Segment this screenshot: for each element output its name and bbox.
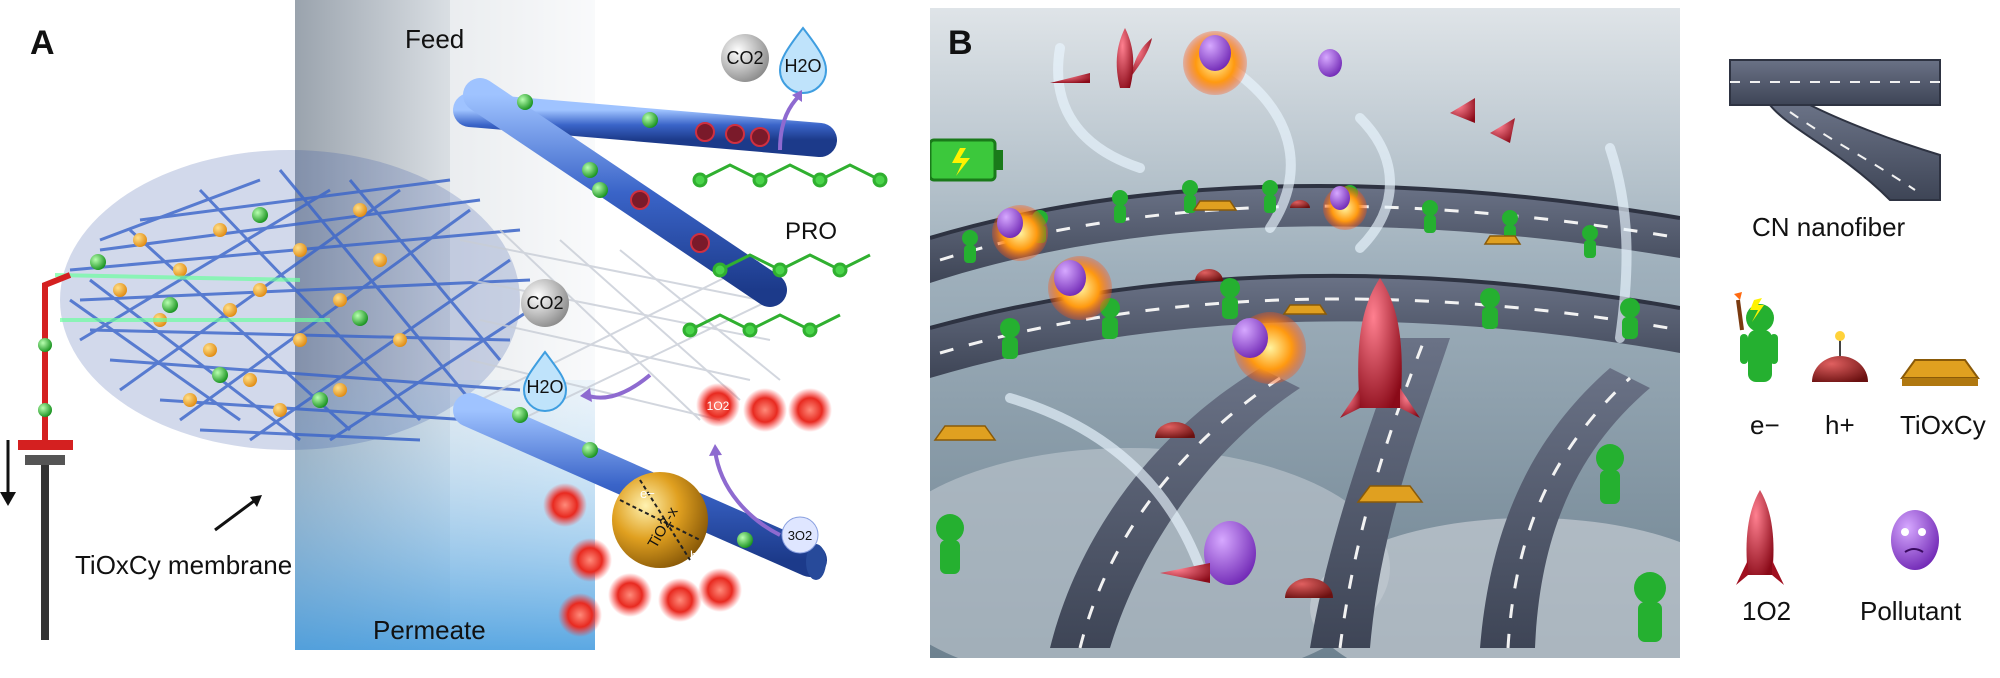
legend-tioxcy: TiOxCy bbox=[1900, 410, 1986, 440]
hole-domes bbox=[1155, 200, 1333, 598]
electron-icon bbox=[1734, 292, 1778, 382]
legend-pollutant: Pollutant bbox=[1860, 596, 1962, 626]
electron-streaks bbox=[54, 207, 368, 408]
legend-singlet-oxygen: 1O2 bbox=[1742, 596, 1792, 626]
membrane-label: TiOxCy membrane bbox=[75, 550, 293, 580]
panel-a: TiO2-x e− h+ 1O2 CO2 H2O bbox=[0, 0, 900, 673]
battery-icon bbox=[928, 138, 1003, 182]
pollutant-icon bbox=[1891, 510, 1939, 570]
pro-label: PRO bbox=[785, 218, 838, 245]
membrane-pointer bbox=[214, 495, 262, 532]
panel-b bbox=[870, 8, 1750, 678]
legend-cn-nanofiber: CN nanofiber bbox=[1752, 212, 1906, 242]
tio2-particle: TiO2-x e− h+ bbox=[612, 472, 708, 568]
rockets bbox=[1050, 28, 1515, 583]
products-mid: CO2 H2O 3O2 bbox=[521, 279, 819, 554]
singlet-oxygen-label: 1O2 bbox=[707, 399, 730, 413]
panel-b-illustration bbox=[870, 8, 1750, 678]
feed-label: Feed bbox=[405, 24, 465, 54]
products-top: CO2 H2O bbox=[721, 26, 828, 151]
cn-nanofiber-icon bbox=[1729, 59, 1941, 201]
legend-icons bbox=[1729, 59, 1980, 585]
legend-hole: h+ bbox=[1825, 410, 1855, 440]
tioxcy-platforms bbox=[933, 200, 1522, 503]
pro-molecule bbox=[682, 163, 888, 338]
h2o-mid-label: H2O bbox=[526, 377, 563, 397]
co2-top-label: CO2 bbox=[726, 48, 763, 68]
tioxcy-icon bbox=[1900, 359, 1980, 386]
electron-label: e− bbox=[640, 486, 655, 501]
triplet-oxygen-label: 3O2 bbox=[788, 528, 813, 543]
panel-a-letter: A bbox=[30, 24, 55, 62]
h2o-top-label: H2O bbox=[784, 56, 821, 76]
hole-label: h+ bbox=[690, 548, 705, 563]
electrode-switch bbox=[0, 272, 73, 640]
pollutants bbox=[997, 35, 1350, 585]
legend: CN nanofiber e− h+ TiOxCy 1O2 Pollutant bbox=[1690, 0, 2000, 673]
legend-electron: e− bbox=[1750, 410, 1780, 440]
panel-b-letter: B bbox=[948, 24, 973, 62]
singlet-oxygen-spheres: 1O2 bbox=[543, 383, 832, 637]
panel-a-illustration: TiO2-x e− h+ 1O2 CO2 H2O bbox=[0, 0, 888, 650]
singlet-oxygen-icon bbox=[1736, 490, 1784, 585]
hole-icon bbox=[1812, 331, 1868, 382]
permeate-label: Permeate bbox=[373, 615, 486, 645]
co2-mid-label: CO2 bbox=[526, 293, 563, 313]
tioxcy-particles bbox=[113, 203, 407, 417]
